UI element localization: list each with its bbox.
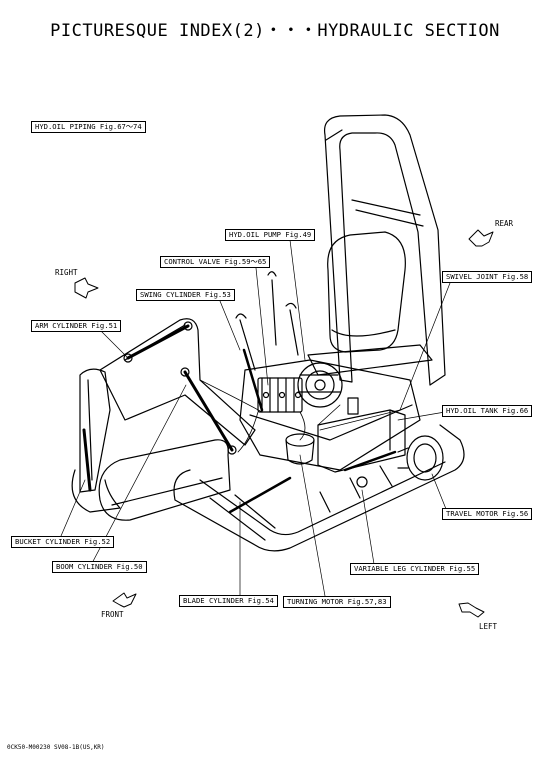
callout-arm-cylinder: ARM CYLINDER Fig.51 <box>31 320 122 332</box>
callout-blade-cylinder: BLADE CYLINDER Fig.54 <box>179 595 278 607</box>
direction-arrows <box>74 229 494 618</box>
direction-label-left: LEFT <box>479 622 498 631</box>
callout-hyd-oil-tank: HYD.OIL TANK Fig.66 <box>442 405 533 417</box>
direction-label-front: FRONT <box>101 610 124 619</box>
direction-label-rear: REAR <box>495 219 514 228</box>
callout-swing-cylinder: SWING CYLINDER Fig.53 <box>136 289 235 301</box>
hyd-oil-tank <box>317 397 406 473</box>
callout-hyd-oil-pump: HYD.OIL PUMP Fig.49 <box>225 229 316 241</box>
boom <box>99 318 256 446</box>
rops-frame <box>323 114 446 386</box>
dozer-blade <box>98 439 231 521</box>
callout-control-valve: CONTROL VALVE Fig.59～65 <box>160 256 271 268</box>
hydraulic-pump <box>297 362 343 408</box>
operator-seat <box>307 231 433 376</box>
callout-swivel-joint: SWIVEL JOINT Fig.58 <box>442 271 533 283</box>
crawler-tracks <box>173 424 465 552</box>
callout-hyd-oil-piping: HYD.OIL PIPING Fig.67～74 <box>31 121 146 133</box>
left-arrow-icon <box>458 602 485 618</box>
callout-travel-motor: TRAVEL MOTOR Fig.56 <box>442 508 533 520</box>
callout-boom-cylinder: BOOM CYLINDER Fig.50 <box>52 561 147 573</box>
arm-and-bucket <box>71 368 121 513</box>
leader-lines <box>57 239 451 597</box>
callout-turning-motor: TURNING MOTOR Fig.57,83 <box>283 596 391 608</box>
callout-variable-leg-cylinder: VARIABLE LEG CYLINDER Fig.55 <box>350 563 480 575</box>
front-arrow-icon <box>112 592 137 608</box>
cylinders <box>82 321 397 514</box>
direction-label-right: RIGHT <box>55 268 78 277</box>
callout-bucket-cylinder: BUCKET CYLINDER Fig.52 <box>11 536 115 548</box>
right-arrow-icon <box>74 277 99 299</box>
control-levers <box>235 271 299 371</box>
hydraulic-piping <box>199 379 341 453</box>
rear-arrow-icon <box>468 229 494 247</box>
page-title: PICTURESQUE INDEX(2)・・・HYDRAULIC SECTION <box>50 21 500 41</box>
document-code: 0CK50-M00230 SV08-1B(US,KR) <box>7 744 105 751</box>
swivel-joint <box>285 433 315 465</box>
upper-structure <box>239 359 421 471</box>
control-valve <box>257 377 303 413</box>
